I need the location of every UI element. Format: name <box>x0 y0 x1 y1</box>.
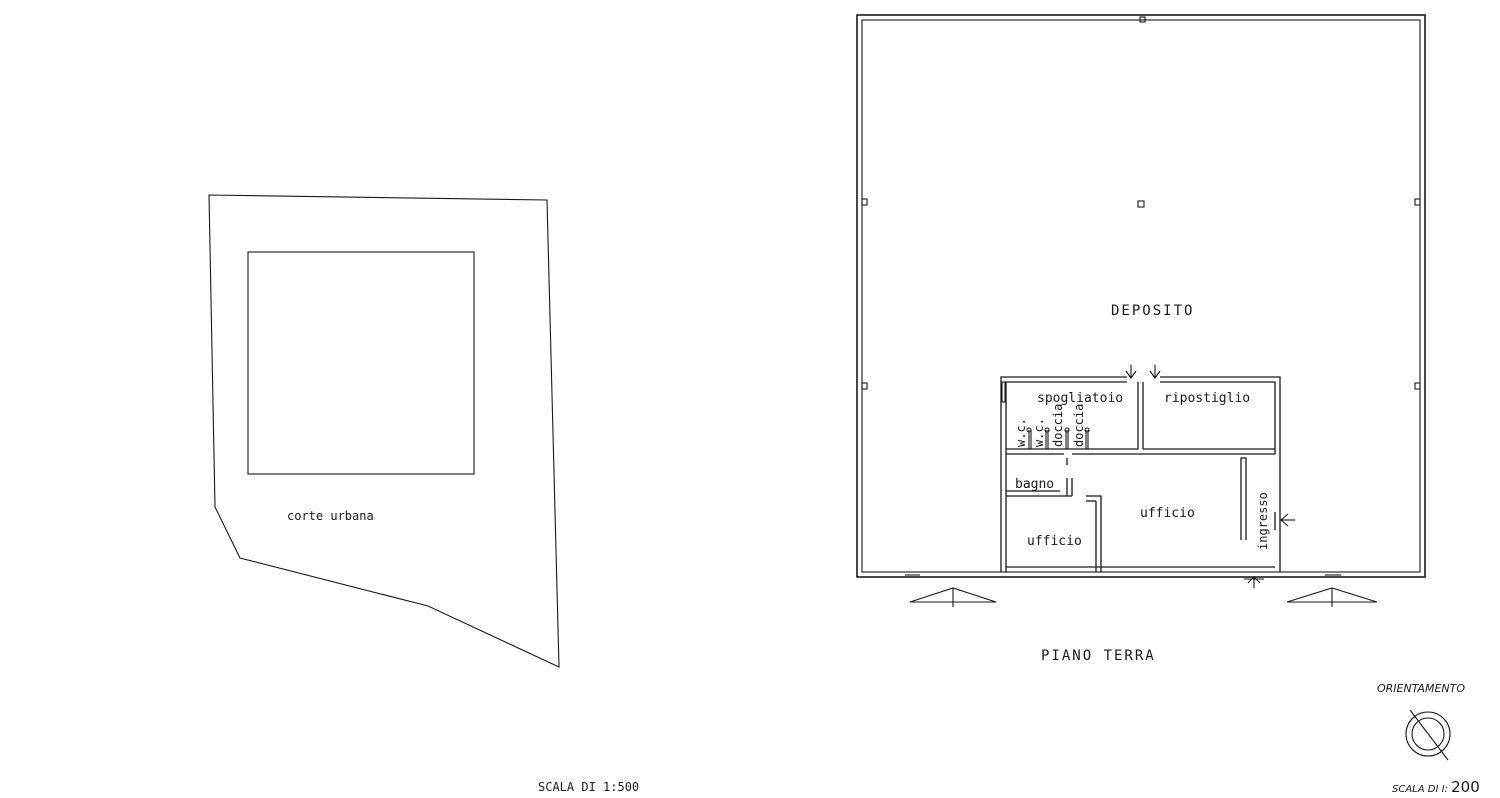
site-scale: SCALA DI 1:500 <box>538 780 639 794</box>
room-wc-1: w.c. <box>1014 418 1028 447</box>
floor-plan-title: PIANO TERRA <box>1041 648 1156 664</box>
north-arrow-icon <box>1405 709 1451 761</box>
site-plan: corte urbana SCALA DI 1:500 <box>208 194 639 794</box>
building-footprint <box>247 251 475 475</box>
drawing-scale-prefix: SCALA DI I: <box>1392 784 1448 795</box>
room-deposito: DEPOSITO <box>1111 303 1194 319</box>
orientation-label: ORIENTAMENTO <box>1377 682 1465 695</box>
site-label: corte urbana <box>287 509 374 523</box>
room-ufficio-small: ufficio <box>1027 534 1082 549</box>
room-bagno: bagno <box>1015 477 1054 492</box>
door-arrows <box>1125 365 1295 588</box>
drawing-scale-value: 200 <box>1451 778 1480 796</box>
columns <box>861 16 1421 390</box>
outer-wall-inner <box>861 19 1421 573</box>
room-ripostiglio: ripostiglio <box>1164 391 1250 406</box>
outer-wall-outer <box>856 14 1426 578</box>
bottom-openings <box>905 571 1341 576</box>
section-markers <box>909 587 1378 607</box>
core-walls <box>1000 376 1281 572</box>
room-spogliatoio: spogliatoio <box>1037 391 1123 406</box>
room-doccia-2: doccia <box>1072 404 1086 447</box>
wc-shower-partitions <box>1001 381 1090 449</box>
room-wc-2: w.c. <box>1032 418 1046 447</box>
lot-boundary <box>208 194 560 668</box>
drawing-scale: SCALA DI I: 200 <box>1392 778 1480 796</box>
room-doccia-1: doccia <box>1051 404 1065 447</box>
floor-plan: DEPOSITO spogliatoio ripostiglio w.c. w.… <box>856 14 1426 664</box>
room-ufficio-large: ufficio <box>1140 506 1195 521</box>
orientation-block: ORIENTAMENTO SCALA DI I: 200 <box>1377 682 1480 796</box>
room-ingresso: ingresso <box>1256 492 1270 550</box>
